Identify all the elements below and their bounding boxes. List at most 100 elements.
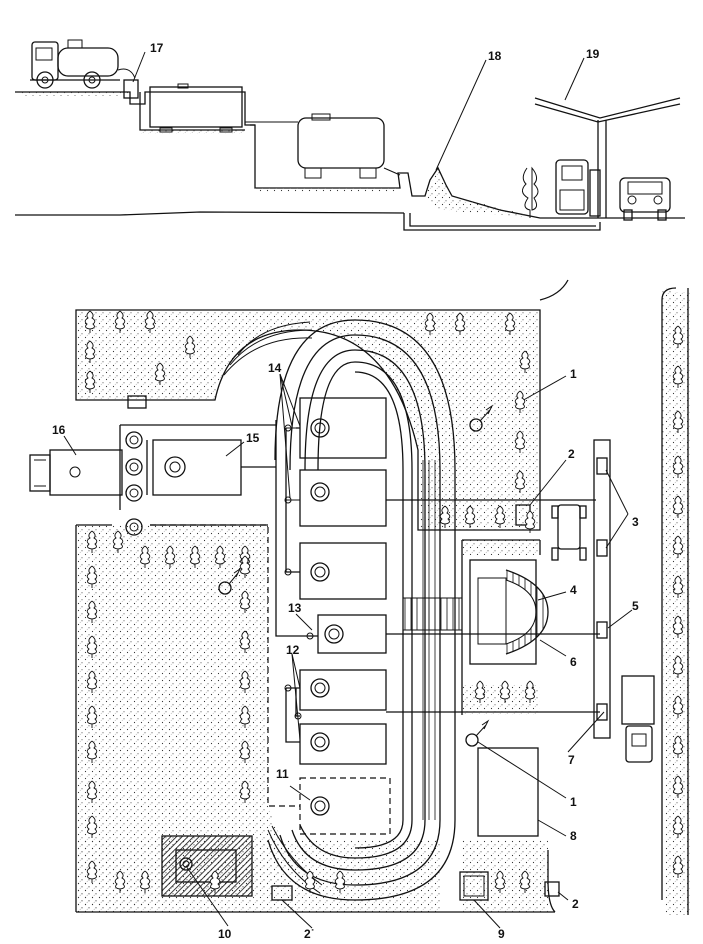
callout-5: 5 [632,599,639,613]
tree-icon [672,855,684,878]
callout-8: 8 [570,829,577,843]
callout-1b: 1 [570,795,577,809]
dispenser-island [593,439,611,739]
tree-icon [86,780,98,803]
profile-section: 17 18 19 [15,39,685,231]
tree-icon [519,870,531,893]
callout-17: 17 [150,41,164,55]
tree-icon [454,312,466,335]
plan-section: 1 2 3 4 5 6 7 1 8 9 2 2˙ 10 11 12 13 14 … [29,279,690,941]
callout-12: 12 [286,643,300,657]
tree-icon [474,680,486,703]
tree-icon [84,310,96,333]
tanker-truck-icon [30,39,136,89]
tree-icon [86,565,98,588]
tree-icon [522,166,539,218]
callout-11: 11 [276,767,289,781]
tree-icon [139,870,151,893]
tree-icon [672,535,684,558]
building-8 [477,747,539,837]
tree-icon [672,815,684,838]
tree-icon [424,312,436,335]
car-icon [619,177,671,221]
callout-2c: 2˙ [304,927,315,941]
tank-row [299,397,387,765]
tree-icon [672,735,684,758]
tree-icon [239,555,251,578]
tree-icon [672,615,684,638]
tree-icon [672,495,684,518]
tanker-truck-plan-icon [29,449,123,496]
receiving-tank-15 [152,439,242,496]
tree-icon [86,705,98,728]
tree-icon [672,325,684,348]
truck-plan-icon [621,675,655,763]
drain-valve-row [125,431,143,536]
tree-icon [139,545,151,568]
tree-icon [499,680,511,703]
callout-19: 19 [586,47,600,61]
tree-icon [189,545,201,568]
callout-15: 15 [246,431,260,445]
tree-icon [214,545,226,568]
tree-icon [672,455,684,478]
settling-pond-10 [161,835,253,897]
underground-tank-1 [149,83,243,133]
tree-icon [84,340,96,363]
callout-9: 9 [498,927,505,941]
tree-icon [239,780,251,803]
tractor-plan-icon [551,504,587,561]
tree-icon [524,680,536,703]
booth-2b [544,881,560,897]
tree-icon [184,335,196,358]
tree-icon [154,362,166,385]
callout-14: 14 [268,361,282,375]
tree-icon [334,870,346,893]
tree-icon [114,310,126,333]
callout-13: 13 [288,601,302,615]
canopy [534,97,681,218]
tree-icon [239,740,251,763]
callout-2b: 2 [572,897,579,911]
tree-icon [86,530,98,553]
tree-icon [304,870,316,893]
tree-icon [672,695,684,718]
tree-icon [504,312,516,335]
callout-7: 7 [568,753,575,767]
callout-4: 4 [570,583,577,597]
tree-icon [144,310,156,333]
tree-icon [514,430,526,453]
tree-icon [494,505,506,528]
tree-icon [464,505,476,528]
tree-icon [239,670,251,693]
tree-icon [86,670,98,693]
tree-icon [239,630,251,653]
tree-icon [86,740,98,763]
tree-icon [86,815,98,838]
tree-icon [112,530,124,553]
tree-icon [514,470,526,493]
tree-icon [239,705,251,728]
tree-icon [672,365,684,388]
tree-icon [672,775,684,798]
operator-building [469,559,537,665]
callout-6: 6 [570,655,577,669]
receiving-box [123,79,139,99]
tree-icon [114,870,126,893]
tank-11-planned [299,777,391,835]
underground-tank-2 [245,113,401,179]
callout-10: 10 [218,927,232,941]
callout-1a: 1 [570,367,577,381]
tree-icon [439,505,451,528]
tree-icon [519,350,531,373]
tree-icon [672,410,684,433]
tree-icon [524,510,536,533]
tree-icon [86,635,98,658]
callout-16: 16 [52,423,66,437]
tree-icon [494,870,506,893]
tree-icon [514,390,526,413]
tree-icon [84,370,96,393]
callout-18: 18 [488,49,502,63]
callout-3: 3 [632,515,639,529]
